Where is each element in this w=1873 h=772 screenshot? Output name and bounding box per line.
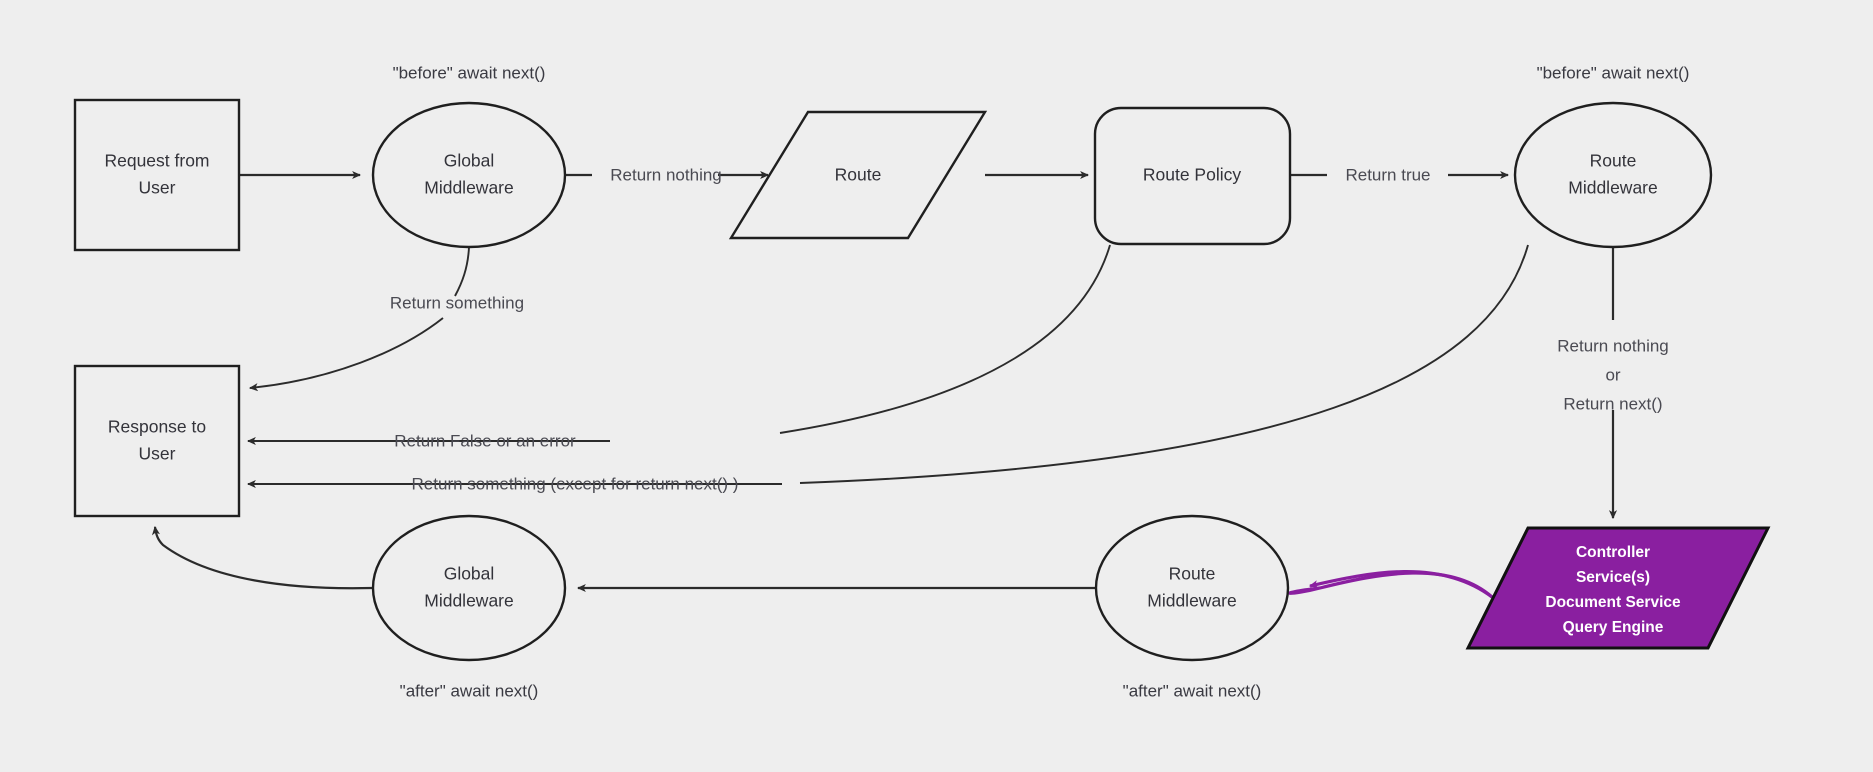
node-global-middleware-after-line2: Middleware <box>424 591 513 611</box>
annotation-before-route-middleware: "before" await next() <box>1537 63 1690 82</box>
node-global-middleware-before-line2: Middleware <box>424 178 513 198</box>
edge-global-middleware-after-to-response <box>151 525 373 590</box>
node-request-from-user[interactable]: Request from User <box>73 98 241 252</box>
node-controller-line2: Service(s) <box>1576 569 1650 586</box>
node-controller-line1: Controller <box>1576 544 1650 561</box>
node-route-middleware-after[interactable]: Route Middleware <box>1094 514 1290 662</box>
edge-route-policy-return-false: Return False or an error <box>246 244 1111 450</box>
edge-global-middleware-return-something: Return something <box>248 246 524 392</box>
edge-label-return-something: Return something <box>390 293 524 312</box>
node-global-middleware-before-line1: Global <box>444 151 495 171</box>
node-route-label: Route <box>835 165 882 185</box>
edge-label-return-something-except-next: Return something (except for return next… <box>412 474 739 493</box>
edge-label-return-next: Return next() <box>1563 394 1662 413</box>
annotation-after-global-middleware: "after" await next() <box>400 681 539 700</box>
node-request-from-user-line2: User <box>139 178 176 198</box>
node-route-policy[interactable]: Route Policy <box>1093 106 1292 246</box>
edge-global-middleware-to-route: Return nothing <box>565 165 770 184</box>
node-route[interactable]: Route <box>728 110 988 240</box>
edge-label-return-nothing: Return nothing <box>610 165 722 184</box>
node-controller-services[interactable]: Controller Service(s) Document Service Q… <box>1465 526 1771 650</box>
node-route-middleware-before-line1: Route <box>1590 151 1637 171</box>
annotation-after-route-middleware: "after" await next() <box>1123 681 1262 700</box>
node-response-to-user-line1: Response to <box>108 417 206 437</box>
edge-label-return-nothing-2: Return nothing <box>1557 336 1669 355</box>
node-controller-line4: Query Engine <box>1563 619 1664 636</box>
node-route-middleware-before-line2: Middleware <box>1568 178 1657 198</box>
node-route-middleware-before[interactable]: Route Middleware <box>1513 101 1713 249</box>
annotation-before-global-middleware: "before" await next() <box>393 63 546 82</box>
node-response-to-user-line2: User <box>139 444 176 464</box>
edge-label-return-false-or-error: Return False or an error <box>394 431 576 450</box>
node-route-middleware-after-line2: Middleware <box>1147 591 1236 611</box>
node-global-middleware-before[interactable]: Global Middleware <box>371 101 567 249</box>
edge-route-middleware-return-something: Return something (except for return next… <box>246 244 1529 493</box>
node-controller-line3: Document Service <box>1545 594 1681 611</box>
node-request-from-user-line1: Request from <box>104 151 209 171</box>
edge-controller-to-route-middleware-after <box>1287 570 1494 599</box>
node-global-middleware-after[interactable]: Global Middleware <box>371 514 567 662</box>
edge-label-return-true: Return true <box>1345 165 1430 184</box>
edge-route-middleware-to-controller: Return nothing or Return next() <box>1557 246 1669 520</box>
edge-label-or: or <box>1605 365 1620 384</box>
node-response-to-user[interactable]: Response to User <box>73 364 241 518</box>
node-route-policy-label: Route Policy <box>1143 165 1241 185</box>
edge-route-policy-to-route-middleware: Return true <box>1290 165 1510 184</box>
node-route-middleware-after-line1: Route <box>1169 564 1216 584</box>
node-global-middleware-after-line1: Global <box>444 564 495 584</box>
